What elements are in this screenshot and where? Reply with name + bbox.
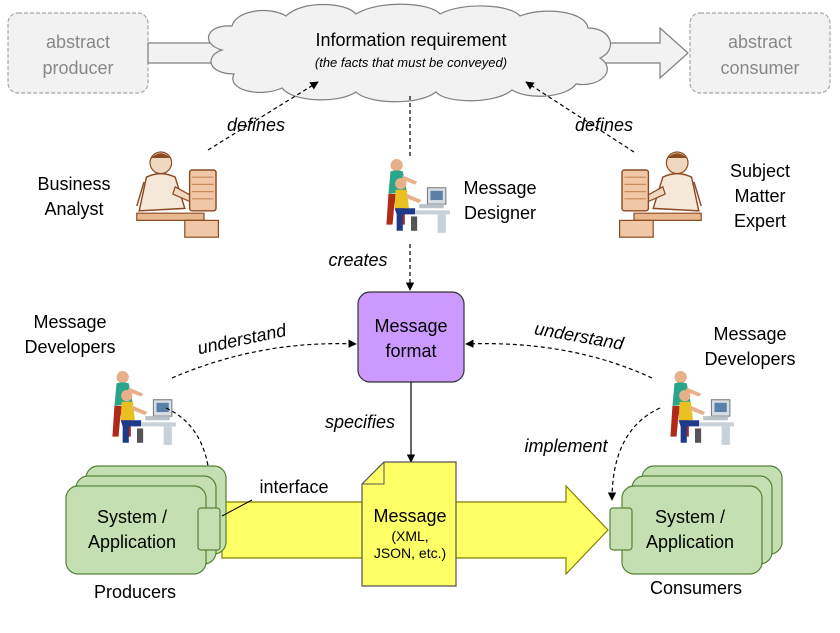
subject-matter-expert-icon: [618, 151, 702, 238]
understand-left-arrow: [171, 339, 357, 379]
message-document-fold: [362, 462, 385, 485]
message-format-box: [357, 291, 465, 383]
abstract-consumer-line2: consumer: [720, 58, 799, 78]
consumer-system-line1: System /: [655, 507, 725, 527]
understand-right-arrow: [465, 339, 653, 379]
specifies-label: specifies: [325, 412, 395, 432]
producer-interface-port: [197, 507, 221, 551]
abstract-consumer-line1: abstract: [728, 32, 792, 52]
consumer-system-line2: Application: [646, 532, 734, 552]
understand-left-label: understand: [196, 320, 289, 358]
producer-system-line1: System /: [97, 507, 167, 527]
info-requirement-title: Information requirement: [315, 30, 506, 50]
business-analyst-line1: Business: [37, 174, 110, 194]
producer-system-stack: [65, 465, 227, 575]
sme-line1: Subject: [730, 161, 790, 181]
info-requirement-subtitle: (the facts that must be conveyed): [315, 55, 507, 70]
interface-callout-line: [221, 499, 253, 517]
implement-left-arrow: [165, 407, 215, 505]
sme-line2: Matter: [734, 186, 785, 206]
message-designer-icon: [385, 158, 451, 234]
creates-label: creates: [328, 250, 387, 270]
abstract-producer-line1: abstract: [46, 32, 110, 52]
abstract-consumer-box: [689, 12, 831, 94]
developer-right-icon: [669, 370, 735, 446]
message-detail-line2: JSON, etc.): [374, 545, 446, 561]
defines-right-label: defines: [575, 115, 633, 135]
interface-label: interface: [259, 477, 328, 497]
implement-label: implement: [524, 436, 608, 456]
message-designer-line2: Designer: [464, 203, 536, 223]
producers-caption: Producers: [94, 582, 176, 602]
defines-left-arrow: [207, 81, 319, 151]
defines-left-label: defines: [227, 115, 285, 135]
abstract-producer-box: [7, 12, 149, 94]
sme-line3: Expert: [734, 211, 786, 231]
message-title: Message: [373, 506, 446, 526]
message-format-line2: format: [385, 341, 436, 361]
message-document: [361, 461, 457, 587]
message-designer-line1: Message: [463, 178, 536, 198]
understand-right-label: understand: [533, 318, 626, 354]
business-analyst-line2: Analyst: [44, 199, 103, 219]
developers-left-line2: Developers: [24, 337, 115, 357]
developers-right-line1: Message: [713, 324, 786, 344]
message-detail-line1: (XML,: [391, 528, 428, 544]
consumer-system-stack: [621, 465, 783, 575]
consumer-interface-port: [609, 507, 633, 551]
consumers-caption: Consumers: [650, 578, 742, 598]
implement-right-arrow: [607, 407, 661, 501]
producer-system-line2: Application: [88, 532, 176, 552]
message-format-line1: Message: [374, 316, 447, 336]
business-analyst-icon: [136, 151, 220, 238]
abstract-producer-line2: producer: [42, 58, 113, 78]
developers-right-line2: Developers: [704, 349, 795, 369]
defines-right-arrow: [525, 81, 635, 153]
developers-left-line1: Message: [33, 312, 106, 332]
information-requirement-cloud: [207, 3, 611, 103]
